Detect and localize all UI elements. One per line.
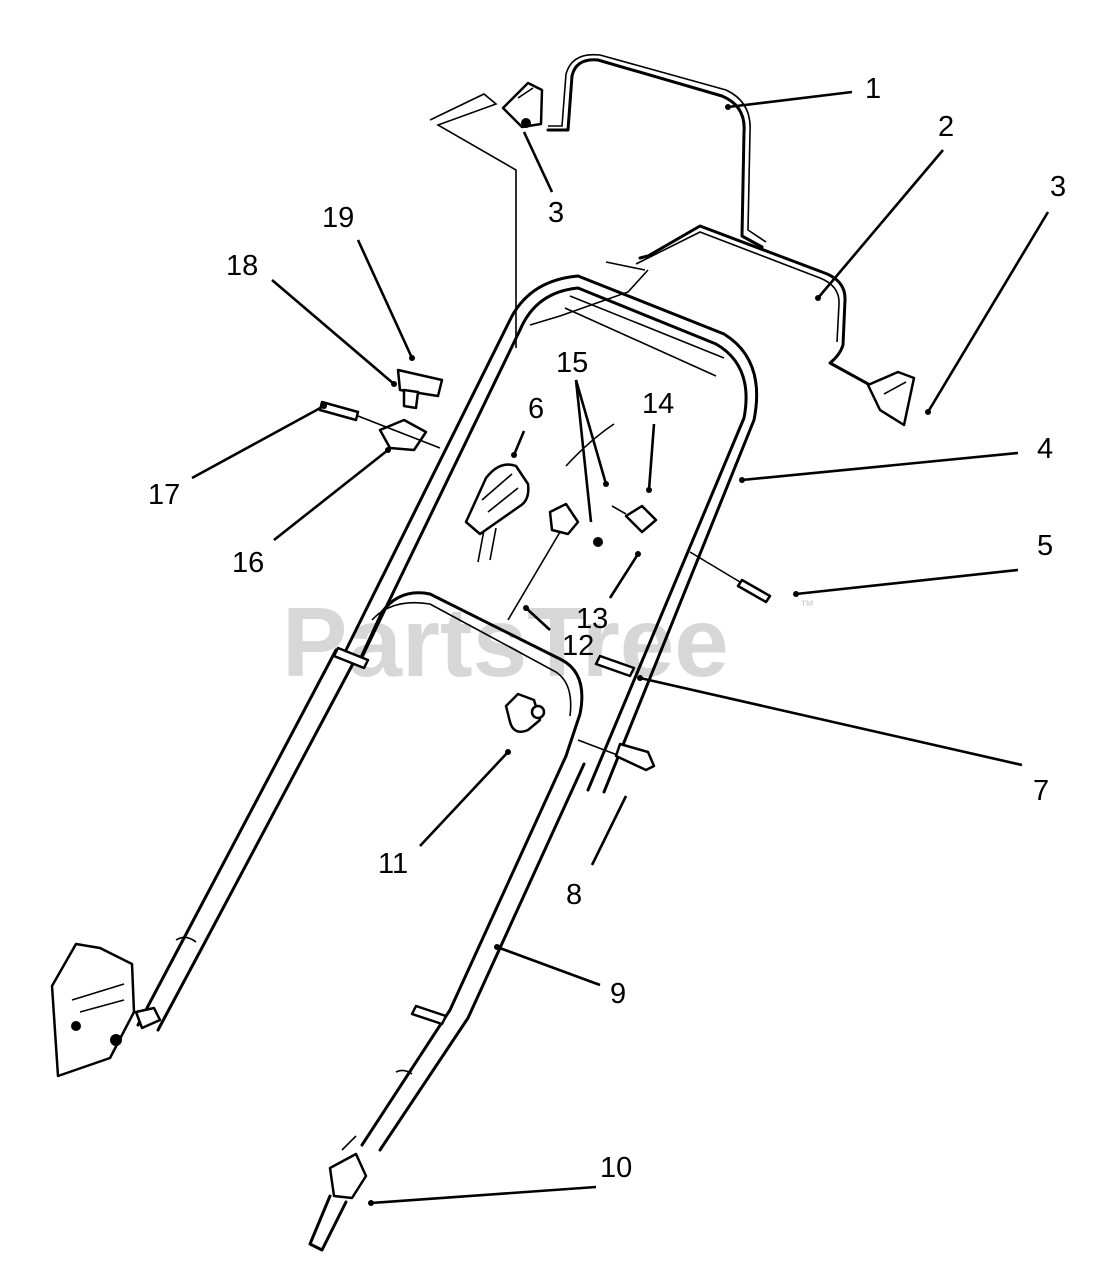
part-12-crossbar	[356, 591, 584, 758]
callout-4: 4	[1037, 433, 1053, 465]
part-8-bolt	[577, 739, 656, 772]
leader-17	[191, 404, 325, 480]
part-5-bolt	[689, 551, 772, 604]
leader-12	[525, 607, 551, 631]
leader-5	[795, 568, 1019, 596]
callout-18: 18	[226, 250, 258, 282]
callout-3-left: 3	[548, 197, 564, 229]
callout-12: 12	[562, 630, 594, 662]
watermark-trademark: ™	[800, 597, 814, 613]
part-15-cable-guide	[507, 423, 615, 621]
callout-6: 6	[528, 393, 544, 425]
callout-10: 10	[600, 1152, 632, 1184]
callout-9: 9	[610, 978, 626, 1010]
leader-3a	[522, 131, 554, 193]
callout-1: 1	[865, 73, 881, 105]
leader-15a	[574, 379, 608, 485]
leader-8	[590, 795, 628, 866]
part-4-upper-handle	[343, 274, 759, 794]
callout-8: 8	[566, 879, 582, 911]
leader-14	[647, 423, 656, 491]
reference-line-upper	[429, 93, 517, 348]
callout-5: 5	[1037, 530, 1053, 562]
leader-2	[817, 149, 944, 299]
watermark-text: PartsTree	[282, 587, 729, 697]
callout-2: 2	[938, 111, 954, 143]
leader-15b	[574, 379, 593, 523]
callout-11: 11	[378, 848, 408, 880]
leader-9	[496, 945, 601, 987]
part-9-lower-handle	[136, 648, 586, 1152]
callout-7: 7	[1033, 775, 1049, 807]
part-18-19-knob	[396, 368, 444, 410]
part-14-cable-clip	[611, 504, 658, 534]
callout-labels: 1 2 3 3 4 5 6 7 8 9 10 11 12 13 14 15 16…	[148, 73, 1066, 1184]
part-12-crossbar-inner	[371, 601, 572, 717]
leader-11	[419, 751, 509, 847]
leader-end-dots	[321, 104, 931, 1206]
leader-16	[273, 448, 389, 542]
part-6-throttle-control	[464, 463, 530, 563]
part-3-bracket-right	[866, 370, 916, 427]
watermark: PartsTree ™	[282, 587, 814, 697]
leader-1	[727, 90, 853, 109]
part-11-handle-knob	[504, 692, 546, 733]
part-7-cable-ties	[332, 646, 636, 1026]
part-1-upper-bail	[546, 53, 767, 249]
leader-6	[512, 430, 526, 456]
leader-18	[271, 279, 395, 385]
leader-4	[741, 451, 1019, 482]
part-10-lower-bracket	[308, 1135, 368, 1252]
leader-10	[370, 1185, 597, 1205]
leader-7	[639, 676, 1023, 767]
part-3-bracket-left	[501, 81, 544, 129]
callout-14: 14	[642, 388, 674, 420]
callout-19: 19	[322, 202, 354, 234]
callout-17: 17	[148, 479, 180, 511]
part-16-bushing	[378, 418, 428, 452]
callout-16: 16	[232, 547, 264, 579]
part-2-lower-bail	[605, 224, 872, 387]
leader-13	[608, 553, 640, 599]
leader-3b	[926, 211, 1050, 413]
control-cable-top	[529, 269, 649, 326]
leader-lines	[191, 90, 1050, 1205]
callout-13: 13	[576, 603, 608, 635]
part-17-bolt	[318, 400, 441, 449]
leader-19	[356, 239, 414, 359]
callout-3-right: 3	[1050, 171, 1066, 203]
height-adjuster-plate	[50, 942, 162, 1078]
callout-15: 15	[556, 347, 588, 379]
